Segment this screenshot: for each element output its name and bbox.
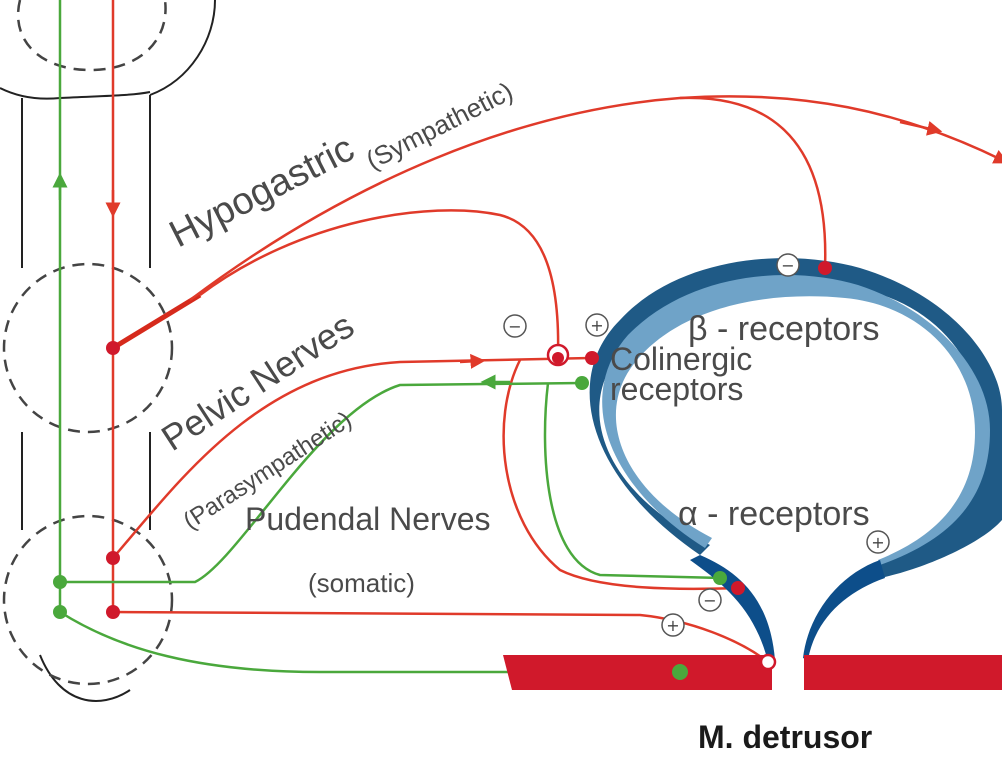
label-colinergic-line2: receptors [610, 371, 743, 407]
pudendal-inner-loop [543, 382, 723, 580]
minus-sign-beta [776, 253, 800, 277]
ganglion-top [16, 0, 167, 72]
hypogastric-branch-long [189, 95, 1002, 302]
pudendal-motor [112, 610, 769, 663]
node-beta [818, 261, 832, 275]
minus-sign-beta-text: − [781, 256, 794, 275]
pudendal-afferent [60, 381, 583, 584]
minus-sign-sphincter-text: − [703, 591, 716, 610]
node-sphincter-green [713, 571, 727, 585]
label-beta-receptors: β - receptors [688, 310, 880, 348]
sphincter-left [690, 555, 775, 662]
pelvic-arrow [459, 353, 486, 369]
pudendal-to-detrusor [59, 610, 680, 674]
node-cholinergic-center [552, 352, 564, 364]
hypogastric-branch-beta [679, 96, 827, 269]
hypogastric-arrow [899, 120, 943, 136]
node-afferent-1 [53, 575, 67, 589]
plus-sign-cholinergic [585, 313, 609, 337]
bladder-wall [589, 258, 1002, 578]
sphincter-right [803, 560, 885, 660]
label-detrusor: M. detrusor [698, 719, 872, 755]
ganglion-bottom [2, 514, 174, 686]
node-afferent-2 [53, 605, 67, 619]
hypogastric-branch-inner [199, 209, 560, 356]
plus-sign-pudendal-text: + [666, 616, 679, 635]
label-hypogastric: Hypogastric [163, 128, 361, 257]
node-cholinergic-red [585, 351, 599, 365]
ganglion-middle [2, 262, 174, 434]
node-detrusor-red [759, 653, 777, 671]
minus-sign-pelvic-text: − [508, 317, 521, 336]
bladder [589, 258, 1002, 662]
label-hypogastric-type: (Sympathetic) [361, 76, 518, 176]
sign-markers: − + − + − + [503, 253, 890, 637]
nodes [53, 261, 832, 680]
label-pudendal: Pudendal Nerves [245, 501, 490, 537]
node-hypogastric-origin [106, 341, 120, 355]
detrusor-right [804, 655, 1002, 690]
plus-sign-pudendal [661, 613, 685, 637]
plus-sign-alpha [866, 530, 890, 554]
label-pudendal-type: (somatic) [308, 568, 415, 598]
minus-sign-pelvic [503, 314, 527, 338]
label-colinergic-line1: Colinergic [610, 341, 752, 377]
ganglia [2, 0, 174, 686]
plus-sign-cholinergic-text: + [590, 316, 603, 335]
pelvic-nerve [112, 356, 591, 559]
plus-sign-alpha-text: + [871, 533, 884, 552]
node-detrusor-green [672, 664, 688, 680]
node-pelvic-origin [106, 551, 120, 565]
hypogastric-nerve [111, 292, 202, 351]
minus-sign-sphincter [698, 588, 722, 612]
label-alpha-receptors: α - receptors [678, 495, 870, 533]
spinal-cord [0, 0, 216, 702]
node-sphincter-red [731, 581, 745, 595]
node-pudendal-origin [106, 605, 120, 619]
node-cholinergic-green [575, 376, 589, 390]
pelvic-inner-loop [502, 359, 739, 591]
detrusor-left [503, 655, 772, 690]
